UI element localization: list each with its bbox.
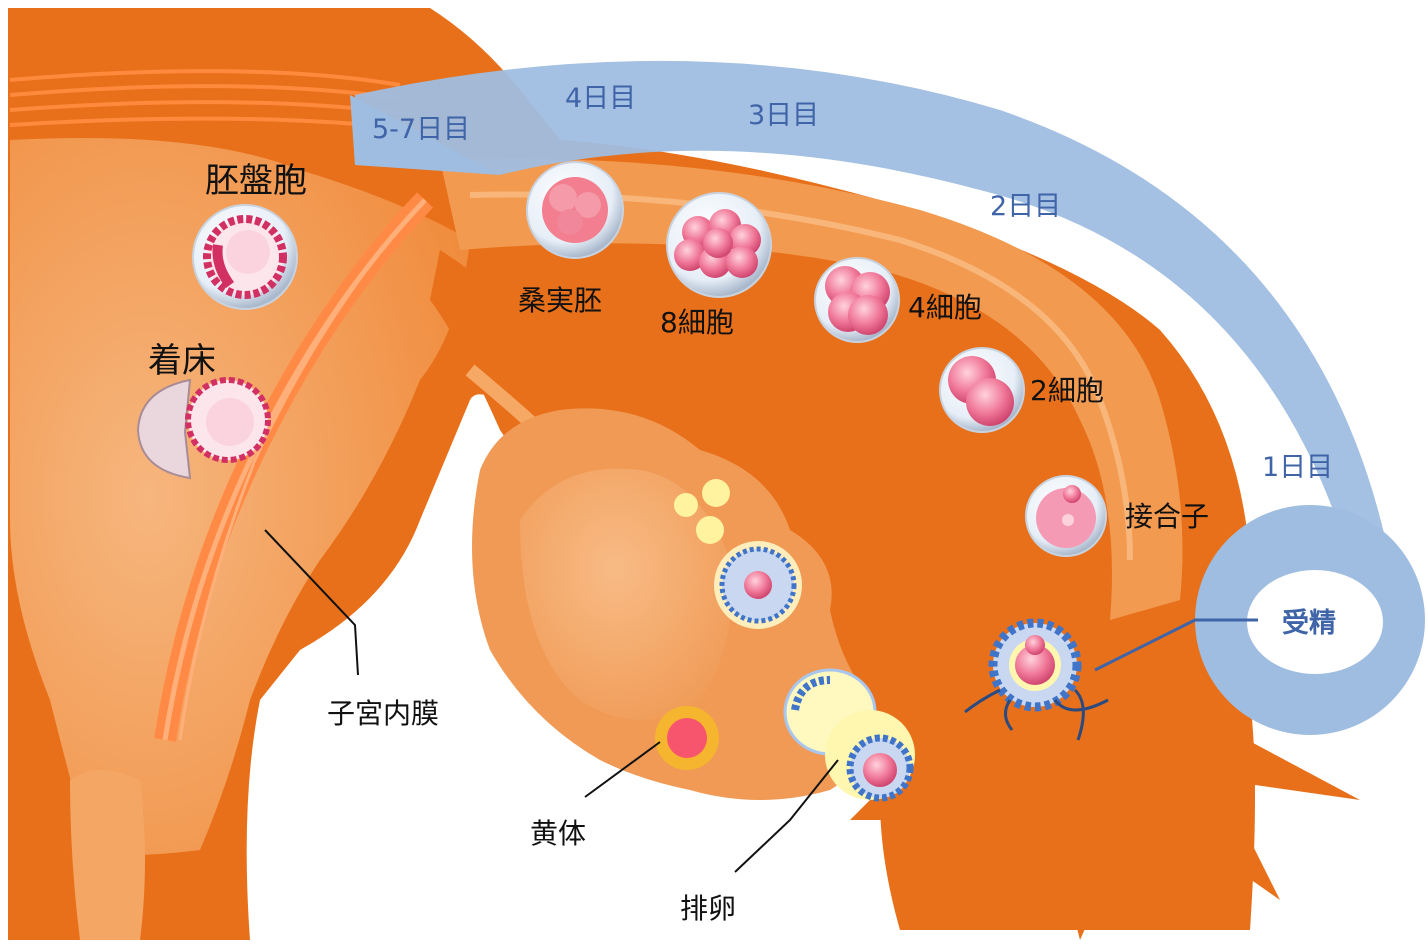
label-two-cell: 2細胞: [1030, 374, 1104, 407]
label-fertilization: 受精: [1282, 607, 1336, 639]
label-morula: 桑実胚: [518, 284, 602, 317]
label-endometrium: 子宮内膜: [327, 697, 439, 730]
morula-cell: [527, 162, 623, 258]
eight-cell-embryo: [667, 193, 771, 297]
label-corpus-luteum: 黄体: [530, 817, 586, 850]
four-cell-embryo: [815, 258, 899, 342]
blastocyst: [193, 205, 297, 309]
zygote: [1026, 476, 1106, 556]
label-eight-cell: 8細胞: [660, 306, 734, 339]
label-zygote: 接合子: [1125, 500, 1209, 533]
two-cell-embryo: [940, 348, 1024, 432]
label-day2: 2日目: [990, 191, 1061, 222]
label-four-cell: 4細胞: [908, 291, 982, 324]
label-day4: 4日目: [565, 83, 636, 114]
label-day5-7: 5-7日目: [372, 114, 470, 145]
corpus-luteum: [655, 706, 719, 770]
label-day1: 1日目: [1262, 452, 1333, 483]
label-ovulation: 排卵: [680, 892, 736, 925]
label-blastocyst: 胚盤胞: [205, 161, 307, 201]
label-day3: 3日目: [748, 100, 819, 131]
label-implantation: 着床: [148, 341, 216, 381]
